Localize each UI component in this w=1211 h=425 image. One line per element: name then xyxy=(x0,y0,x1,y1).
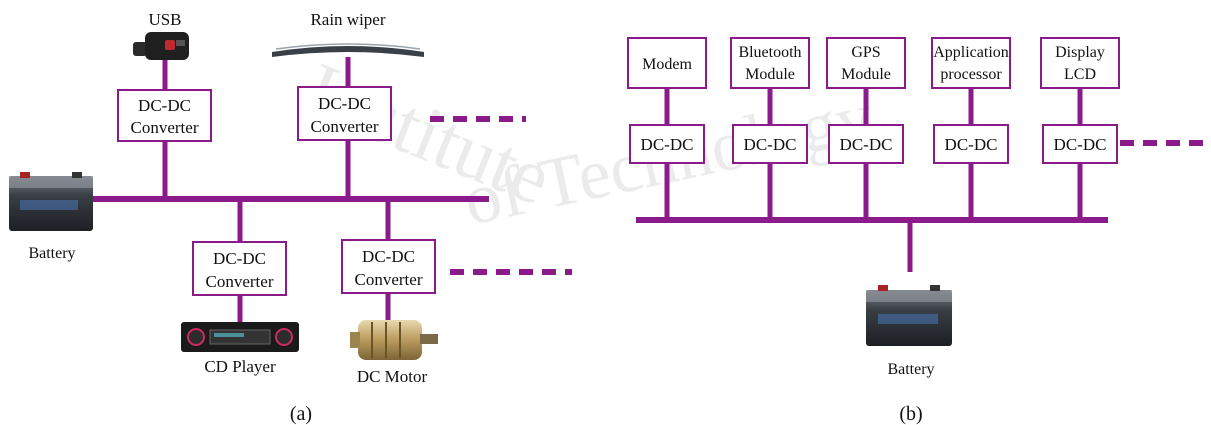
panel-b: ModemDC-DCBluetoothModuleDC-DCGPSModuleD… xyxy=(628,38,1211,425)
converter-cd-player: DC-DC Converter xyxy=(193,242,286,295)
dc-motor-label: DC Motor xyxy=(357,367,428,386)
load-label-line-1: Display xyxy=(1055,44,1105,61)
wiper-label: Rain wiper xyxy=(310,10,385,29)
load-label-line-2: processor xyxy=(940,66,1002,83)
panel-b-caption: (b) xyxy=(899,403,922,425)
battery-icon xyxy=(866,285,952,346)
cd-player-label: CD Player xyxy=(204,357,276,376)
converter-usb-line-1: DC-DC xyxy=(138,96,191,115)
usb-charger-icon xyxy=(133,32,189,60)
converter-motor-line-1: DC-DC xyxy=(362,247,415,266)
battery-b-label: Battery xyxy=(887,361,934,378)
dc-dc-converter-label: DC-DC xyxy=(945,135,998,154)
converter-wiper-line-2: Converter xyxy=(311,117,379,136)
panel-b-columns: ModemDC-DCBluetoothModuleDC-DCGPSModuleD… xyxy=(628,38,1119,220)
dc-dc-converter-label: DC-DC xyxy=(641,135,694,154)
cd-player-icon xyxy=(181,322,299,352)
usb-label: USB xyxy=(148,10,181,29)
dc-dc-converter-label: DC-DC xyxy=(744,135,797,154)
panel-a-caption: (a) xyxy=(290,403,312,425)
converter-wiper-line-1: DC-DC xyxy=(318,94,371,113)
dc-motor-icon xyxy=(350,320,438,360)
converter-usb: DC-DC Converter xyxy=(118,90,211,141)
dc-dc-converter-label: DC-DC xyxy=(840,135,893,154)
converter-cd-line-1: DC-DC xyxy=(213,249,266,268)
converter-dc-motor: DC-DC Converter xyxy=(342,240,435,293)
dc-dc-converter-label: DC-DC xyxy=(1054,135,1107,154)
load-label-line-2: Module xyxy=(745,66,795,83)
load-label-line-2: Module xyxy=(841,66,891,83)
load-label-line-1: Application xyxy=(933,44,1009,61)
converter-wiper: DC-DC Converter xyxy=(298,87,391,140)
load-label-line-2: LCD xyxy=(1064,66,1096,83)
converter-motor-line-2: Converter xyxy=(355,270,423,289)
load-label-line-1: Bluetooth xyxy=(738,44,801,61)
load-label-line-1: Modem xyxy=(642,56,692,73)
converter-usb-line-2: Converter xyxy=(131,118,199,137)
load-label-line-1: GPS xyxy=(851,44,880,61)
battery-a-label: Battery xyxy=(28,245,75,262)
battery-icon xyxy=(9,172,93,231)
converter-cd-line-2: Converter xyxy=(206,272,274,291)
